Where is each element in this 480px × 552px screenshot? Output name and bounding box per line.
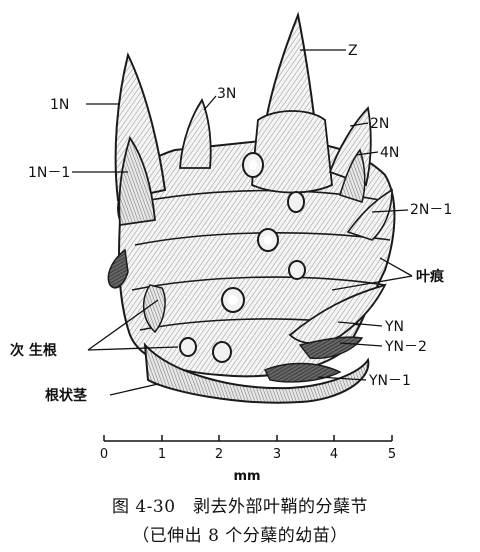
label-adventitious-root: 次 生根 [10, 342, 58, 359]
leader-lines [72, 49, 413, 396]
scale-tick-3: 3 [273, 447, 281, 462]
label-yn-1: YN－1 [368, 373, 411, 389]
shoot-1n-1 [118, 135, 156, 227]
scale-tick-2: 2 [215, 447, 223, 462]
leaf-scar [179, 337, 197, 357]
figure-caption-title: 图 4-30 剥去外部叶鞘的分蘖节 [111, 497, 369, 517]
label-4n: 4N [380, 145, 399, 161]
scale-tick-5: 5 [388, 447, 396, 462]
figure-caption-subtitle: （已伸出 8 个分蘖的幼苗） [132, 526, 348, 546]
label-rhizome: 根状茎 [45, 387, 87, 404]
label-1n: 1N [50, 97, 69, 113]
label-2n: 2N [370, 116, 389, 132]
label-leaf-scar: 叶痕 [416, 268, 445, 285]
label-yn: YN [384, 319, 404, 335]
label-1n-1: 1N－1 [28, 165, 70, 181]
scale-tick-0: 0 [100, 447, 108, 462]
scale-tick-1: 1 [158, 447, 166, 462]
shoot-yn-1 [264, 362, 342, 383]
rhizome [143, 342, 370, 404]
label-2n-1: 2N－1 [410, 202, 452, 218]
label-3n: 3N [217, 86, 236, 102]
shoot-2n-1 [346, 188, 393, 241]
scale-unit: mm [233, 469, 260, 484]
tiller-node-illustration: Z 1N 3N 2N 4N 1N－1 2N－1 叶痕 YN YN－2 YN－1 … [10, 11, 452, 484]
scale-bar [103, 435, 393, 442]
label-yn-2: YN－2 [384, 339, 427, 355]
shoot-yn-2 [298, 336, 364, 359]
shoot-3n [179, 98, 212, 169]
shoot-4n [339, 148, 366, 203]
leaf-scar [212, 341, 232, 363]
shoot-z-sheath [251, 110, 333, 194]
leaf-scar [287, 191, 305, 213]
label-z: Z [348, 43, 358, 59]
adventitious-root-left [107, 248, 129, 289]
leaf-scar [288, 260, 306, 280]
scale-tick-4: 4 [330, 447, 338, 462]
adventitious-root-front [143, 284, 166, 334]
